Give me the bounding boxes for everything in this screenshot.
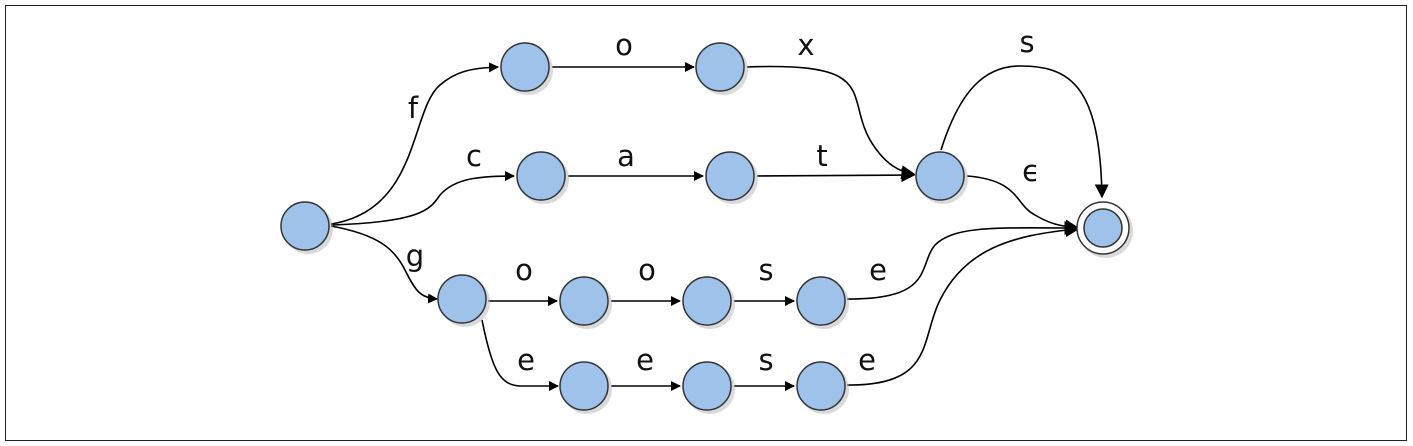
edge-q5-q13-eps	[966, 175, 1080, 234]
state-q6	[437, 274, 490, 327]
edge-q6-q10	[481, 319, 559, 391]
label-g: g	[406, 239, 424, 273]
state-q1	[500, 42, 553, 95]
label-f: f	[408, 91, 419, 125]
label-s-goose: s	[758, 253, 773, 287]
label-t: t	[816, 139, 827, 173]
label-s-geese: s	[758, 343, 773, 377]
state-q11	[682, 361, 735, 414]
label-e-geese-2: e	[636, 343, 654, 377]
state-q4	[705, 151, 758, 204]
label-o-goose-1: o	[515, 253, 533, 287]
label-s-plural: s	[1019, 25, 1034, 59]
state-q5	[915, 151, 968, 204]
edge-q0-q6	[330, 225, 438, 304]
label-e-geese-3: e	[858, 343, 876, 377]
label-o-fox: o	[615, 28, 633, 62]
state-q3	[516, 151, 569, 204]
state-q13-accept	[1076, 201, 1133, 258]
state-q9	[796, 276, 849, 329]
state-q0	[280, 201, 333, 254]
edge-q0-q3	[330, 171, 515, 226]
state-q8	[682, 276, 735, 329]
label-epsilon: ϵ	[1022, 154, 1040, 188]
edge-q5-q13-s	[940, 65, 1109, 199]
edge-q2-q5	[746, 65, 916, 180]
label-e-goose: e	[869, 253, 887, 287]
edge-q12-q13	[846, 223, 1080, 386]
edge-q0-q1	[330, 62, 499, 225]
edge-q4-q5	[756, 168, 916, 183]
state-q12	[796, 361, 849, 414]
label-o-goose-2: o	[638, 253, 656, 287]
label-c: c	[466, 139, 482, 173]
state-q2	[695, 42, 748, 95]
label-x: x	[797, 28, 814, 62]
label-e-geese-1: e	[517, 343, 535, 377]
edge-q9-q13	[846, 220, 1079, 300]
state-q10	[559, 361, 612, 414]
state-q7	[559, 276, 612, 329]
label-a: a	[617, 139, 635, 173]
